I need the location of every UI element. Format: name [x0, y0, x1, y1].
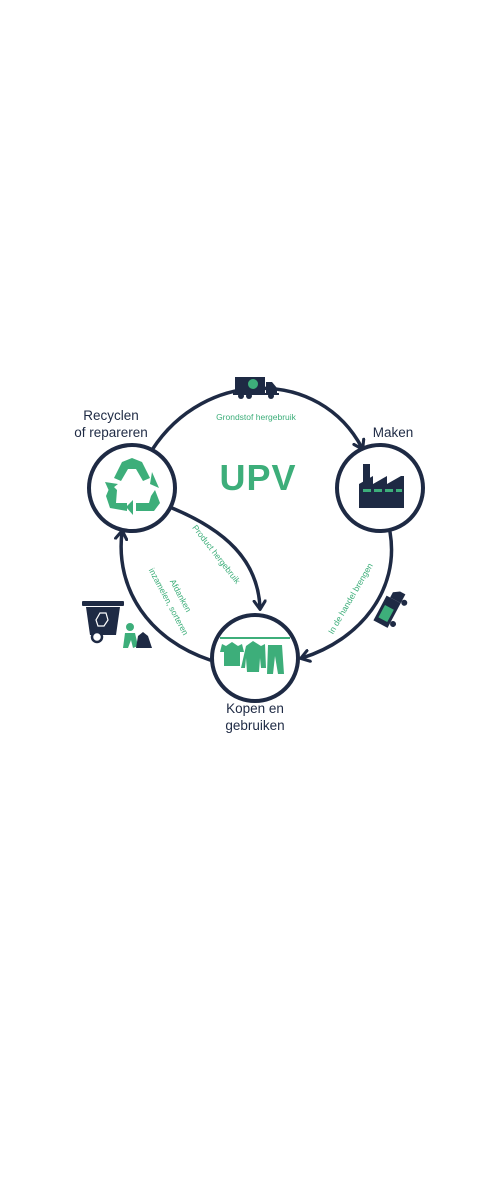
node-buy: Kopen en gebruiken — [210, 613, 300, 733]
make-label: Maken — [373, 425, 414, 440]
truck-icon — [233, 377, 279, 399]
arrow-product-reuse — [170, 506, 260, 608]
node-make: Maken — [335, 425, 425, 533]
person-with-bag-icon — [123, 623, 152, 648]
factory-icon — [359, 464, 404, 508]
node-recycle: Recyclen of repareren — [74, 408, 177, 533]
edge-label-market: In de handel brengen — [326, 561, 375, 636]
buy-label-line2: gebruiken — [225, 718, 284, 733]
clothes-rack-icon — [220, 637, 290, 674]
delivery-van-icon — [373, 591, 408, 628]
recycle-label-line2: of repareren — [74, 425, 148, 440]
recycle-label-line1: Recyclen — [83, 408, 139, 423]
recycle-icon — [105, 458, 160, 515]
arrow-discard — [121, 532, 212, 662]
arrow-market — [302, 530, 394, 658]
center-title: UPV — [219, 457, 296, 498]
waste-bin-icon — [82, 601, 124, 644]
edge-label-raw-material-reuse: Grondstof hergebruik — [216, 412, 297, 422]
buy-label-line1: Kopen en — [226, 701, 284, 716]
